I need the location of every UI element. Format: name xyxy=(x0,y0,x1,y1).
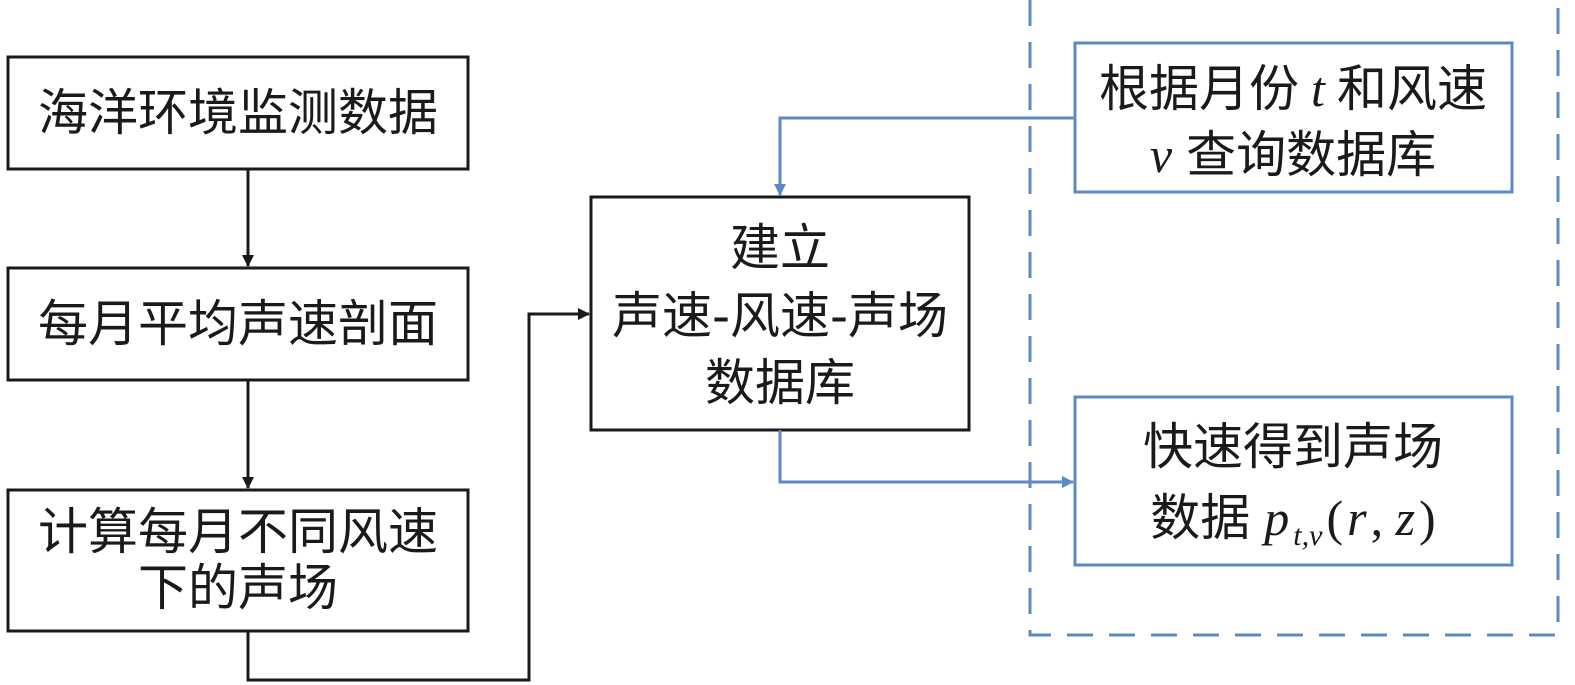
arg-z: z xyxy=(1395,490,1415,546)
fast-result-line1: 快速得到声场 xyxy=(1143,418,1443,476)
build-db-line3: 数据库 xyxy=(705,354,855,412)
args-comma: , xyxy=(1371,490,1396,546)
compute-field-line1: 计算每月不同风速 xyxy=(38,503,438,561)
build-db-box: 建立 声速-风速-声场 数据库 xyxy=(589,195,971,432)
arg-r: r xyxy=(1347,490,1367,546)
query-db-line1: 根据月份 t 和风速 xyxy=(1099,60,1487,118)
ocean-data-label: 海洋环境监测数据 xyxy=(38,84,438,142)
arrow-compute-to-db xyxy=(246,308,590,682)
query-db-box: 根据月份 t 和风速 v 查询数据库 xyxy=(1073,41,1514,194)
arrow-query-to-db xyxy=(774,116,1075,196)
symbol-p: p xyxy=(1261,490,1289,546)
fast-result-box: 快速得到声场 数据 p t,v ( r , z ) xyxy=(1073,395,1514,567)
monthly-profile-box: 每月平均声速剖面 xyxy=(6,266,470,382)
args-open: ( xyxy=(1326,490,1343,546)
dashed-group-region xyxy=(1028,0,1560,637)
compute-field-line2: 下的声场 xyxy=(138,559,338,617)
var-t: t xyxy=(1311,61,1326,117)
query-db-text-c: 查询数据库 xyxy=(1186,126,1436,184)
compute-field-box: 计算每月不同风速 下的声场 xyxy=(6,488,470,633)
monthly-profile-label: 每月平均声速剖面 xyxy=(38,295,438,353)
build-db-line2: 声速-风速-声场 xyxy=(612,287,948,345)
query-db-text-a: 根据月份 xyxy=(1099,60,1299,118)
query-db-line2: v 查询数据库 xyxy=(1150,126,1436,184)
args-close: ) xyxy=(1419,490,1436,546)
var-v: v xyxy=(1150,127,1173,183)
ocean-data-box: 海洋环境监测数据 xyxy=(6,55,470,171)
query-db-text-b: 和风速 xyxy=(1337,60,1487,118)
symbol-p-subscript: t,v xyxy=(1293,519,1323,552)
fast-result-text: 数据 xyxy=(1150,489,1250,547)
fast-result-line2: 数据 p t,v ( r , z ) xyxy=(1150,489,1435,552)
arrow-db-to-result xyxy=(778,430,1074,488)
build-db-line1: 建立 xyxy=(730,219,830,277)
